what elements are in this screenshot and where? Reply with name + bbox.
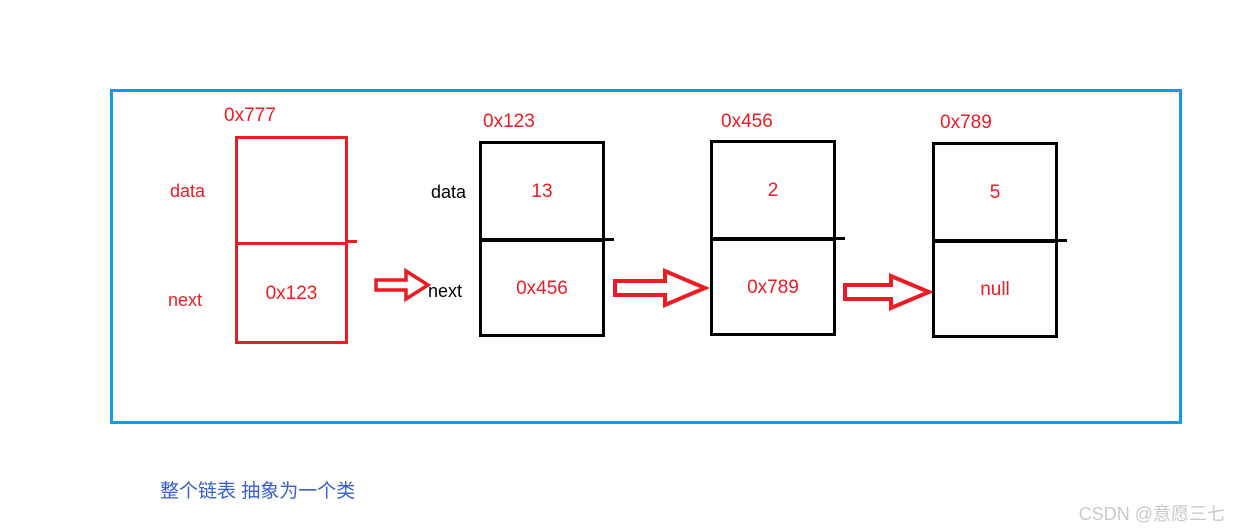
node-next-value-2: 0x789 [747,276,799,298]
csdn-watermark: CSDN @意愿三七 [1078,504,1225,524]
node-next-value-0: 0x123 [265,282,318,304]
linked-list-class-box [110,89,1182,424]
list-node-0: 0x123 [235,136,348,344]
node-address-label-3: 0x789 [940,112,992,133]
node-divider-stub-3 [1057,239,1067,242]
node-divider-stub-2 [835,237,845,240]
node-next-cell-1: 0x456 [482,242,602,334]
node-address-label-0: 0x777 [224,105,276,126]
node-address-label-2: 0x456 [721,111,773,132]
arrow-head-to-node1 [374,267,432,303]
node-data-cell-3: 5 [935,145,1055,243]
node-data-value-3: 5 [989,181,1001,203]
arrow-node2-to-node3 [843,272,935,312]
node-field-label-next-1: next [428,281,463,301]
node-next-cell-2: 0x789 [713,241,833,333]
arrow-node1-to-node2 [613,267,711,309]
node-data-value-1: 13 [531,180,553,202]
node-field-label-data-0: data [170,181,206,201]
list-node-1: 13 0x456 [479,141,605,337]
node-next-value-1: 0x456 [516,277,568,299]
node-data-cell-2: 2 [713,143,833,241]
node-data-cell-1: 13 [482,144,602,242]
list-node-3: 5 null [932,142,1058,338]
diagram-caption: 整个链表 抽象为一个类 [160,481,356,502]
node-field-label-next-0: next [168,290,203,310]
node-address-label-1: 0x123 [483,111,535,132]
node-divider-stub-1 [604,238,614,241]
node-next-cell-3: null [935,243,1055,335]
node-next-cell-0: 0x123 [238,245,345,341]
list-node-2: 2 0x789 [710,140,836,336]
node-divider-stub-0 [347,240,357,243]
node-next-value-3: null [980,278,1010,300]
node-data-cell-0 [238,139,345,245]
node-field-label-data-1: data [431,182,467,202]
node-data-value-2: 2 [767,179,779,201]
